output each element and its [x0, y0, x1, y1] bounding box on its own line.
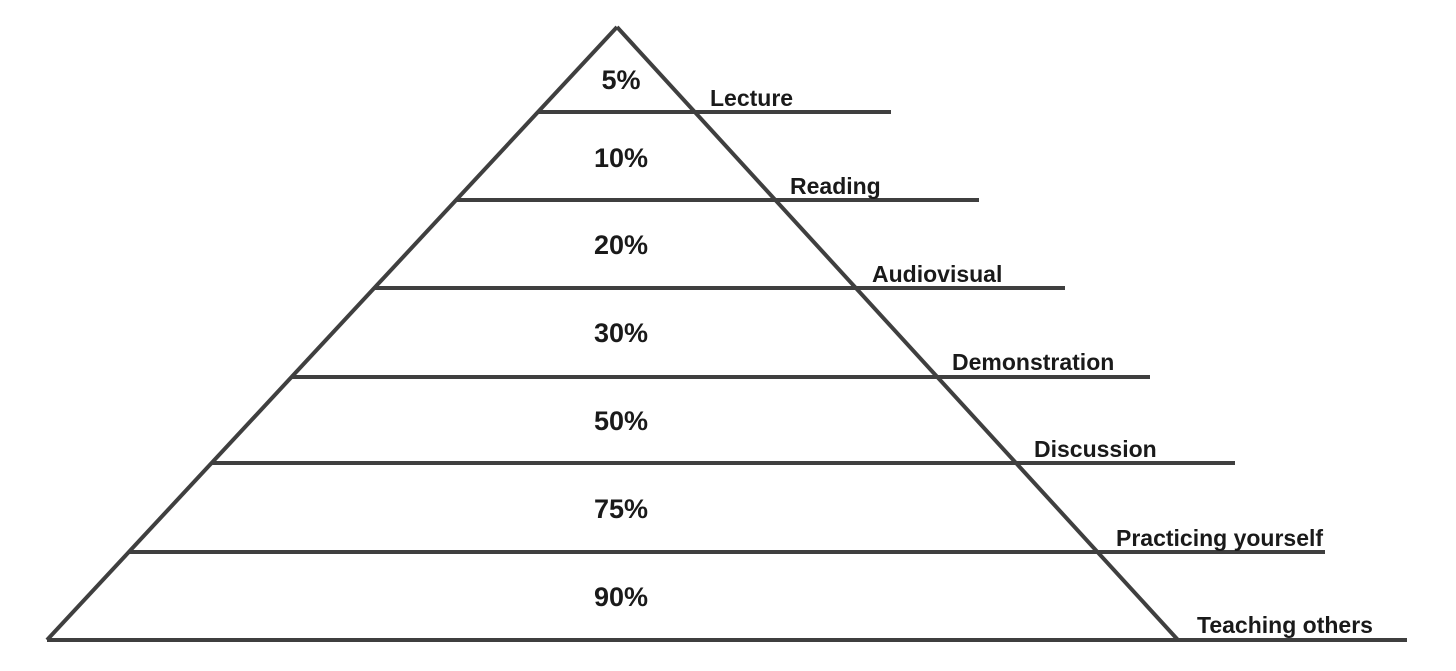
level-label: Audiovisual — [872, 261, 1002, 287]
level-percent: 5% — [601, 65, 640, 95]
level-label: Discussion — [1034, 436, 1157, 462]
level-percent: 10% — [594, 143, 648, 173]
pyramid-outline — [45, 25, 1180, 642]
level-labels: Lecture Reading Audiovisual Demonstratio… — [710, 85, 1373, 638]
level-percent: 90% — [594, 582, 648, 612]
pyramid-right-edge — [615, 25, 1180, 642]
level-label: Reading — [790, 173, 881, 199]
level-percent: 30% — [594, 318, 648, 348]
level-percent: 20% — [594, 230, 648, 260]
level-label: Demonstration — [952, 349, 1114, 375]
level-label: Practicing yourself — [1116, 525, 1323, 551]
level-percent: 75% — [594, 494, 648, 524]
level-percent: 50% — [594, 406, 648, 436]
level-label: Lecture — [710, 85, 793, 111]
level-label: Teaching others — [1197, 612, 1373, 638]
level-percents: 5% 10% 20% 30% 50% 75% 90% — [594, 65, 648, 612]
level-lines — [47, 110, 1407, 642]
pyramid-left-edge — [45, 25, 619, 642]
